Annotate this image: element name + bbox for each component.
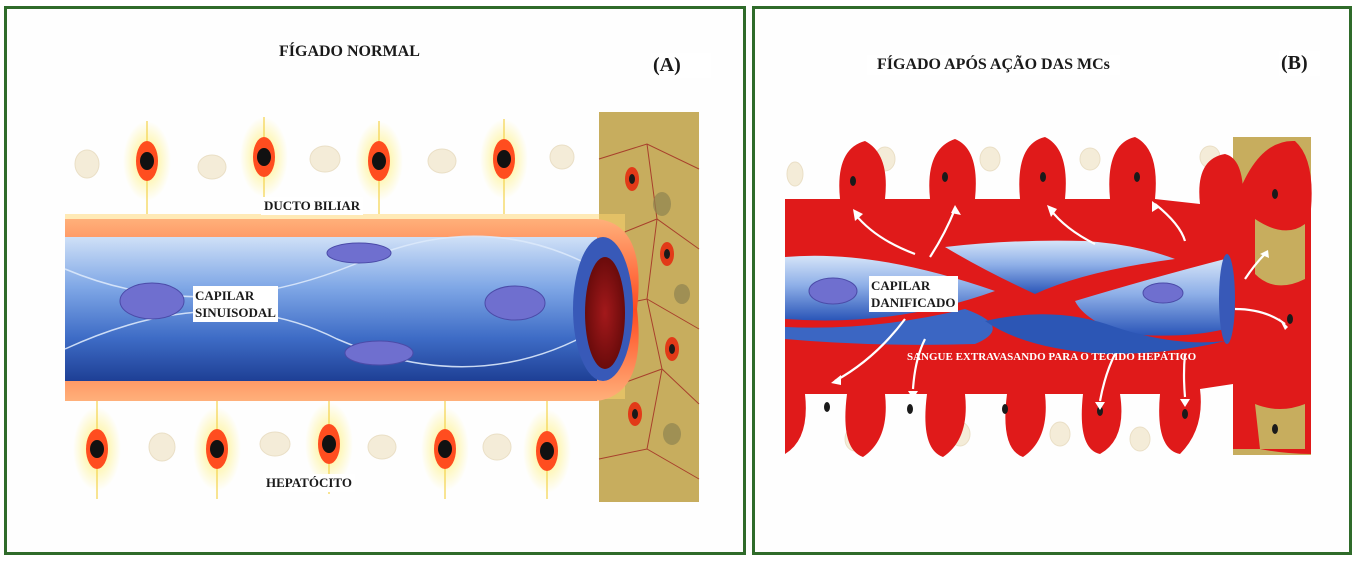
panel-damaged-liver: FÍGADO APÓS AÇÃO DAS MCs (B) CAPILAR DAN… (752, 6, 1352, 555)
panel-normal-liver: FÍGADO NORMAL (A) DUCTO BILIAR CAPILAR S… (4, 6, 746, 555)
damaged-capillary-label-line2: DANIFICADO (871, 294, 956, 311)
capillary-label-line1: CAPILAR (195, 287, 276, 304)
panel-a-title: FÍGADO NORMAL (279, 43, 420, 61)
capillary-label: CAPILAR SINUISODAL (193, 286, 278, 322)
panel-a-letter: (A) (651, 53, 711, 78)
hepatocyte-label: HEPATÓCITO (263, 474, 355, 492)
damaged-capillary-label-line1: CAPILAR (871, 277, 956, 294)
capillary-label-line2: SINUISODAL (195, 304, 276, 321)
blood-leakage-label: SANGUE EXTRAVASANDO PARA O TECIDO HEPÁTI… (907, 351, 1196, 363)
panel-b-letter: (B) (1279, 51, 1320, 76)
normal-liver-illustration (7, 9, 746, 555)
panel-b-title: FÍGADO APÓS AÇÃO DAS MCs (867, 55, 1120, 75)
damaged-liver-illustration (755, 9, 1352, 555)
damaged-capillary-label: CAPILAR DANIFICADO (869, 276, 958, 312)
bile-duct-label: DUCTO BILIAR (261, 197, 363, 215)
